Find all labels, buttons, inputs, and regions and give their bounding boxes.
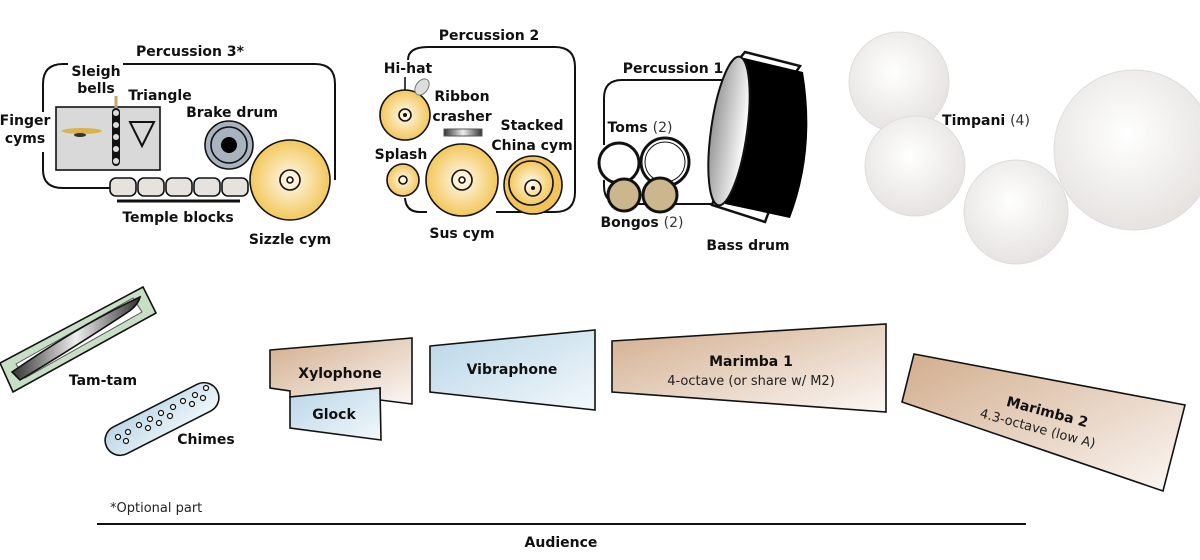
chimes-label: Chimes bbox=[177, 432, 234, 448]
toms bbox=[597, 136, 691, 188]
timpani: Timpani (4) bbox=[848, 31, 1200, 265]
sus-cym-label: Sus cym bbox=[429, 226, 494, 242]
xylophone: Xylophone bbox=[269, 337, 413, 405]
percussion-3-label: Percussion 3* bbox=[136, 44, 245, 60]
footnote: *Optional part bbox=[110, 501, 202, 516]
toms-label: Toms (2) bbox=[608, 120, 673, 136]
triangle-instrument bbox=[128, 121, 156, 149]
ribbon-crasher bbox=[443, 128, 483, 137]
bass-drum-label: Bass drum bbox=[706, 238, 789, 254]
sus-cymbal bbox=[425, 143, 499, 217]
marimba-1: Marimba 1 4-octave (or share w/ M2) bbox=[611, 323, 887, 413]
glock-label: Glock bbox=[312, 407, 356, 423]
bongos bbox=[606, 176, 679, 214]
tam-tam-label: Tam-tam bbox=[69, 373, 137, 389]
audience-label: Audience bbox=[525, 535, 598, 551]
xylophone-label: Xylophone bbox=[298, 366, 381, 382]
vibraphone: Vibraphone bbox=[429, 329, 596, 411]
brake-drum bbox=[204, 120, 254, 170]
tam-tam: Tam-tam bbox=[0, 285, 158, 394]
chimes: Chimes bbox=[104, 381, 235, 457]
percussion-2-label: Percussion 2 bbox=[439, 28, 540, 44]
hi-hat bbox=[379, 89, 431, 141]
marimba-2: Marimba 2 4.3-octave (low A) bbox=[901, 353, 1186, 493]
bass-drum bbox=[707, 50, 808, 224]
brake-drum-label: Brake drum bbox=[186, 105, 278, 121]
temple-blocks bbox=[109, 177, 249, 203]
vibraphone-label: Vibraphone bbox=[467, 362, 558, 378]
timpani-label: Timpani (4) bbox=[942, 113, 1030, 129]
hi-hat-pedal bbox=[414, 78, 430, 96]
temple-blocks-label: Temple blocks bbox=[122, 210, 233, 226]
splash-cymbal bbox=[386, 163, 420, 197]
marimba-1-label: Marimba 1 bbox=[709, 354, 793, 370]
marimba-1-note: 4-octave (or share w/ M2) bbox=[667, 374, 835, 389]
percussion-1-area: Percussion 1 Toms (2) Bongos (2) Bass dr… bbox=[597, 50, 808, 254]
sizzle-cym-label: Sizzle cym bbox=[249, 232, 331, 248]
sizzle-cymbal bbox=[249, 139, 331, 221]
finger-cymbals bbox=[62, 128, 102, 137]
triangle-label: Triangle bbox=[128, 88, 191, 104]
stacked-china-cymbal bbox=[503, 155, 563, 215]
splash-label: Splash bbox=[375, 147, 428, 163]
trap-table bbox=[55, 106, 161, 171]
glock: Glock bbox=[289, 387, 382, 441]
bongos-label: Bongos (2) bbox=[601, 215, 684, 231]
hi-hat-label: Hi-hat bbox=[384, 61, 433, 77]
sleigh-bells bbox=[112, 108, 120, 166]
percussion-1-label: Percussion 1 bbox=[623, 61, 724, 77]
